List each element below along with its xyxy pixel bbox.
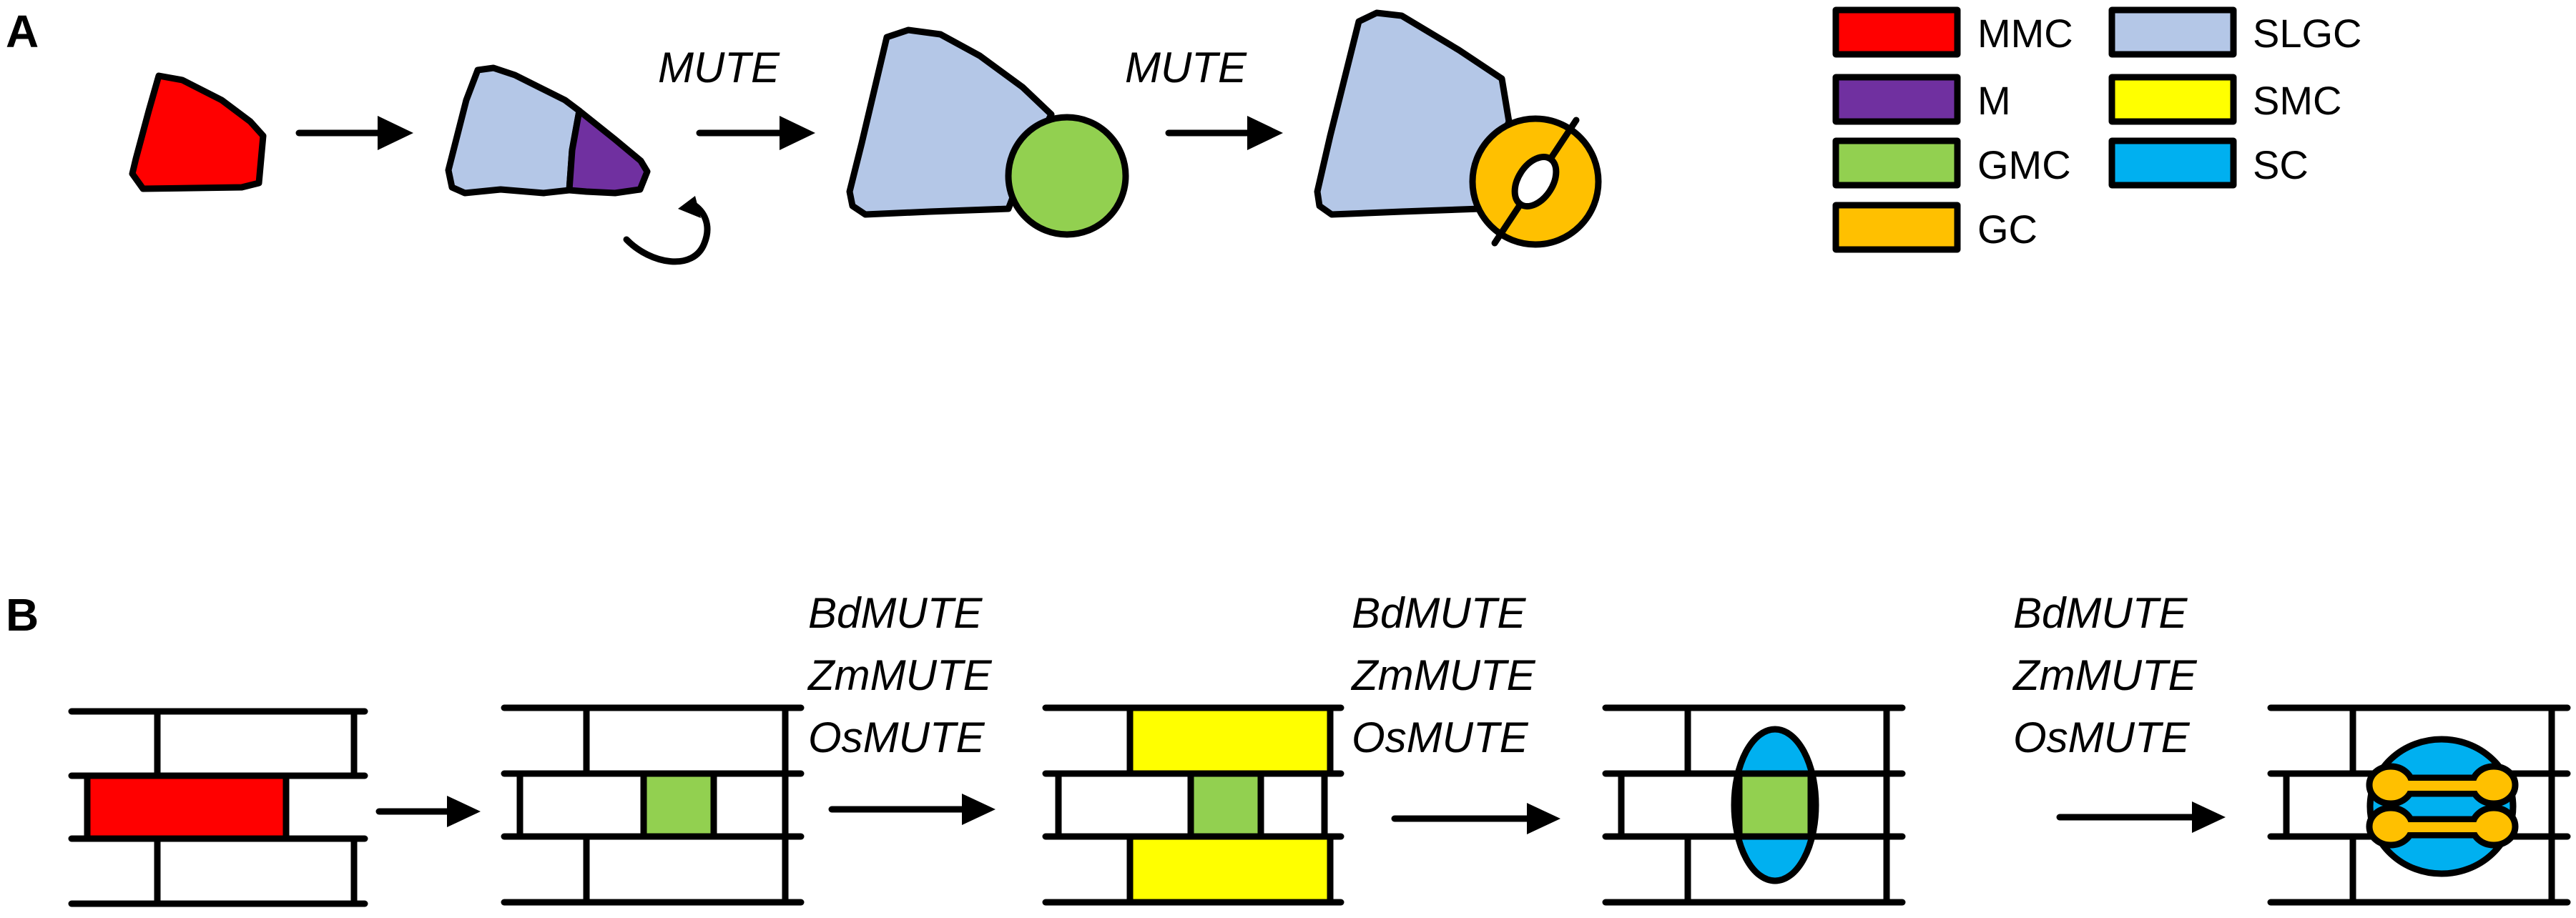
panel-a-arrow-3: MUTE bbox=[1125, 44, 1283, 150]
legend-item-gmc: GMC bbox=[1832, 137, 2071, 189]
panel-b-arrow-2-gene-2: ZmMUTE bbox=[807, 651, 993, 699]
panel-a-label: A bbox=[6, 6, 39, 57]
legend-item-gc: GC bbox=[1832, 202, 2037, 253]
slgc-gc-stage bbox=[1314, 9, 1602, 248]
panel-b-arrow-2-gene-3: OsMUTE bbox=[808, 714, 985, 761]
panel-b-arrow-3-gene-1: BdMUTE bbox=[1352, 589, 1526, 637]
panel-a: MUTE MUTE bbox=[129, 9, 1602, 265]
legend-label-slgc: SLGC bbox=[2253, 11, 2362, 56]
legend-swatch-sc bbox=[2108, 137, 2237, 189]
panel-b: BdMUTE ZmMUTE OsMUTE BdMUTE ZmMUTE OsMUT… bbox=[68, 589, 2571, 907]
grass-stage-3 bbox=[1042, 704, 1344, 906]
legend-item-slgc: SLGC bbox=[2108, 6, 2362, 58]
grass-stage-1 bbox=[68, 708, 368, 907]
smc-top-cell bbox=[1126, 704, 1334, 777]
panel-b-arrow-2-gene-1: BdMUTE bbox=[808, 589, 983, 637]
meristemoid-cell bbox=[566, 107, 651, 197]
legend-swatch-m bbox=[1832, 74, 1961, 125]
smc-bottom-cell bbox=[1126, 833, 1334, 906]
legend-swatch-smc bbox=[2108, 74, 2237, 125]
dumbbell-guard-cells bbox=[2366, 763, 2519, 849]
slgc-cell bbox=[445, 64, 583, 197]
legend-label-sc: SC bbox=[2253, 142, 2309, 187]
legend-label-mmc: MMC bbox=[1977, 11, 2073, 56]
panel-a-arrow-2-label: MUTE bbox=[658, 44, 780, 92]
panel-b-arrow-4-gene-2: ZmMUTE bbox=[2012, 651, 2198, 699]
legend-swatch-gc bbox=[1832, 202, 1961, 253]
stomatal-pore bbox=[1511, 154, 1560, 209]
legend-item-mmc: MMC bbox=[1832, 6, 2073, 58]
asymmetric-division-cell bbox=[445, 64, 711, 265]
panel-b-arrow-3-gene-2: ZmMUTE bbox=[1350, 651, 1536, 699]
panel-b-arrow-3-gene-3: OsMUTE bbox=[1352, 714, 1529, 761]
grass-stage-2 bbox=[501, 704, 805, 906]
panel-a-arrow-2: MUTE bbox=[658, 44, 815, 150]
legend-swatch-slgc bbox=[2108, 6, 2237, 58]
slgc-gmc-stage bbox=[846, 26, 1129, 238]
gmc-cell bbox=[1005, 114, 1129, 238]
panel-b-arrow-4: BdMUTE ZmMUTE OsMUTE bbox=[2012, 589, 2226, 833]
grass-stage-4 bbox=[1602, 704, 1906, 906]
panel-a-arrow-1 bbox=[295, 116, 413, 150]
legend-swatch-gmc bbox=[1832, 137, 1961, 189]
legend-item-sc: SC bbox=[2108, 137, 2309, 189]
panel-b-arrow-3: BdMUTE ZmMUTE OsMUTE bbox=[1350, 589, 1560, 834]
panel-b-arrow-2: BdMUTE ZmMUTE OsMUTE bbox=[807, 589, 996, 825]
legend: MMC M GMC GC SLGC SMC SC bbox=[1832, 6, 2362, 253]
legend-label-m: M bbox=[1977, 78, 2011, 123]
grass-gmc-cell-2 bbox=[1187, 770, 1264, 840]
legend-item-m: M bbox=[1832, 74, 2011, 125]
legend-label-gc: GC bbox=[1977, 207, 2037, 252]
panel-b-arrow-4-gene-1: BdMUTE bbox=[2013, 589, 2188, 637]
legend-label-gmc: GMC bbox=[1977, 142, 2071, 187]
legend-item-smc: SMC bbox=[2108, 74, 2341, 125]
panel-b-label: B bbox=[6, 589, 39, 641]
legend-label-smc: SMC bbox=[2253, 78, 2341, 123]
guard-cell-top bbox=[2366, 763, 2519, 807]
panel-a-arrow-3-label: MUTE bbox=[1125, 44, 1247, 92]
mmc-cell bbox=[129, 72, 267, 192]
grass-gmc-cell-3 bbox=[1736, 770, 1814, 840]
grass-stage-5 bbox=[2267, 704, 2571, 906]
guard-cell-bottom bbox=[2366, 804, 2519, 849]
self-renewal-arrow bbox=[623, 200, 711, 265]
grass-gmc-cell bbox=[640, 770, 717, 840]
grass-mmc-cell bbox=[84, 772, 290, 842]
panel-b-arrow-1 bbox=[375, 796, 481, 827]
panel-b-arrow-4-gene-3: OsMUTE bbox=[2013, 714, 2191, 761]
legend-swatch-mmc bbox=[1832, 6, 1961, 58]
